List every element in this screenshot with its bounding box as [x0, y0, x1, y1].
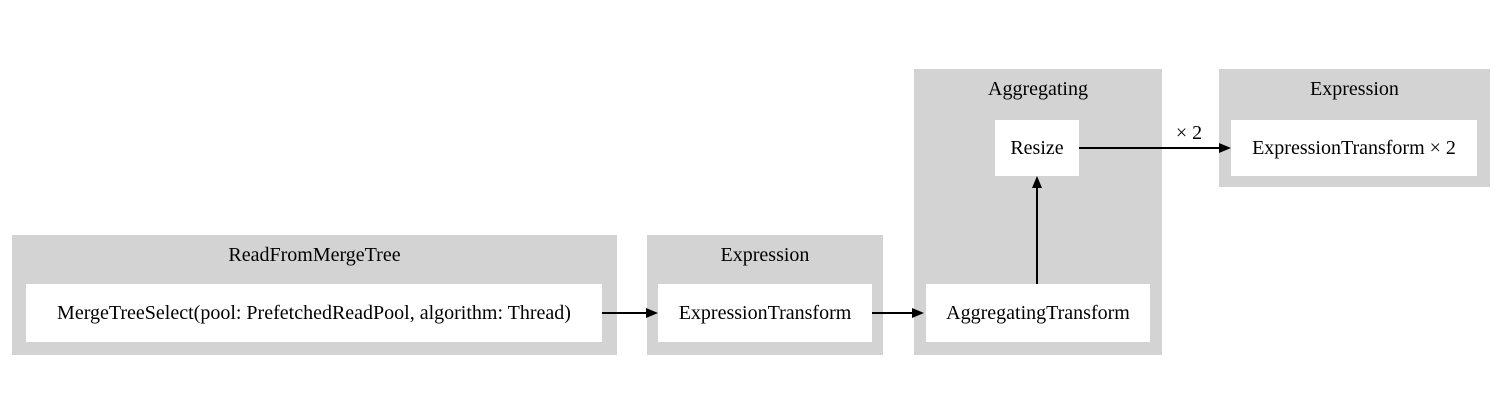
node-expressiontransform-x2: ExpressionTransform × 2 [1231, 120, 1477, 176]
edge-line-expressiontransform-to-aggregatingtransform [872, 312, 912, 314]
cluster-title: Expression [1310, 78, 1399, 100]
edge-line-aggregatingtransform-to-resize [1036, 188, 1038, 284]
cluster-expression-1: Expression ExpressionTransform [647, 235, 883, 355]
edge-line-mergetreeselect-to-expressiontransform [602, 312, 646, 314]
cluster-aggregating: Aggregating Resize AggregatingTransform [914, 69, 1162, 355]
node-mergetreeselect: MergeTreeSelect(pool: PrefetchedReadPool… [26, 284, 602, 342]
node-aggregatingtransform: AggregatingTransform [926, 284, 1150, 342]
node-expressiontransform: ExpressionTransform [658, 284, 872, 342]
edge-label-x2: × 2 [1175, 122, 1203, 144]
arrowhead-up-icon [1032, 176, 1042, 188]
cluster-title: Aggregating [988, 78, 1088, 100]
edge-line-resize-to-expressiontransform-x2 [1079, 147, 1219, 149]
cluster-expression-2: Expression ExpressionTransform × 2 [1219, 69, 1490, 187]
cluster-readfrommergetree: ReadFromMergeTree MergeTreeSelect(pool: … [12, 235, 617, 355]
arrowhead-right-icon [1219, 143, 1231, 153]
arrowhead-right-icon [912, 308, 924, 318]
cluster-title: Expression [720, 244, 810, 266]
node-resize: Resize [995, 120, 1079, 176]
arrowhead-right-icon [646, 308, 658, 318]
cluster-title: ReadFromMergeTree [228, 244, 401, 266]
